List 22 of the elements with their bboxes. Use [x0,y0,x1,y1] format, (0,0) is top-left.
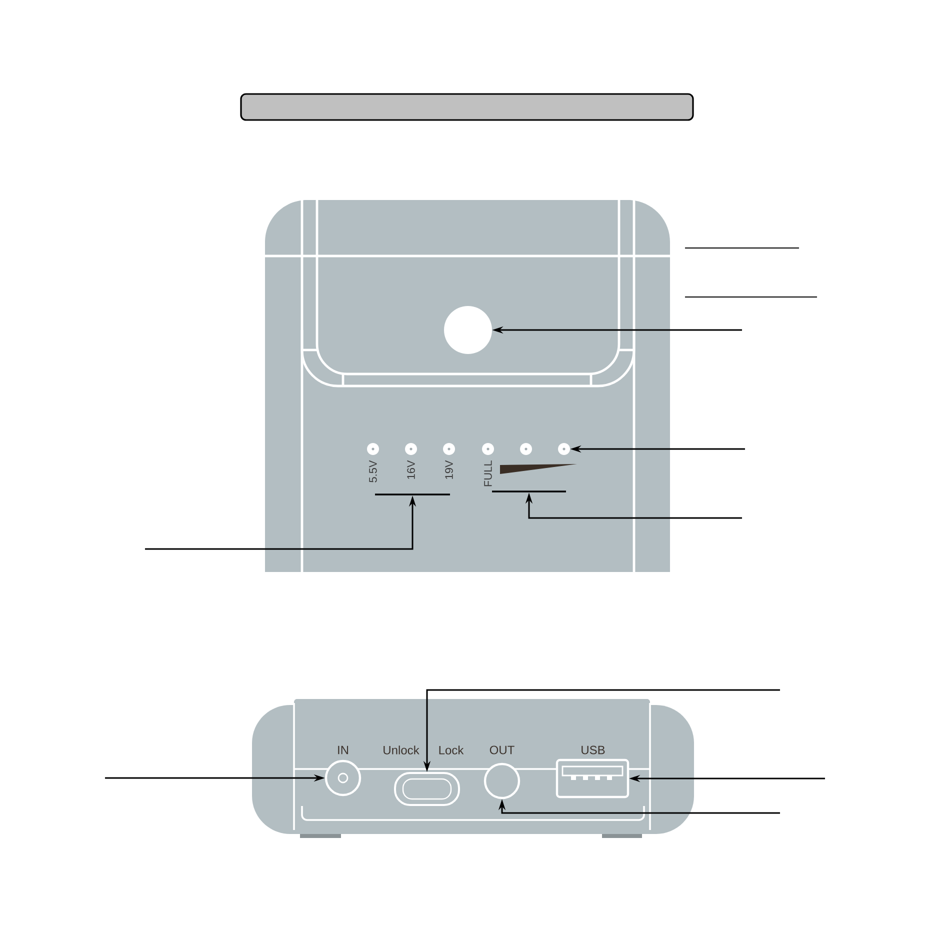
device-front-drawing [265,200,670,572]
indicator-light [443,443,455,455]
port-label: USB [582,746,605,754]
level-label: FULL [484,460,492,486]
round-button [444,306,492,354]
voltage-label: 19V [445,460,453,479]
usb-port [556,758,630,798]
port-label: OUT [490,746,514,754]
switch-label: Unlock [384,746,420,754]
indicator-light [405,443,417,455]
port-label: IN [338,746,348,754]
voltage-label: 16V [407,460,415,479]
indicator-light [520,443,532,455]
slide-switch [394,772,460,806]
indicator-light [367,443,379,455]
indicator-light [482,443,494,455]
round-jack [324,760,362,796]
title-bar [240,93,694,121]
indicator-light [558,443,570,455]
voltage-label: 5.5V [369,460,377,482]
round-jack [484,762,520,800]
switch-label: Lock [439,746,464,754]
